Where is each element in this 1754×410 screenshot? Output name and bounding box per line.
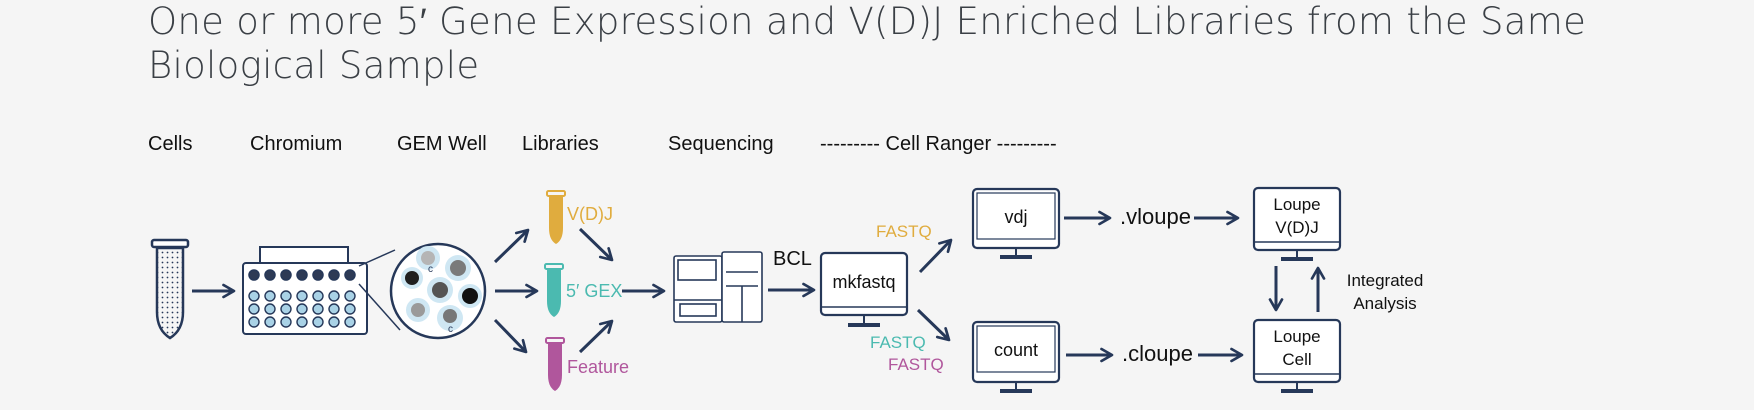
integrated-label-2: Analysis — [1353, 294, 1416, 313]
fastq-bottom-label-1: FASTQ — [870, 333, 926, 352]
loupe-vdj-label-2: V(D)J — [1275, 218, 1318, 237]
header-gem-well: GEM Well — [397, 133, 487, 155]
fastq-bottom-label-2: FASTQ — [888, 355, 944, 374]
arrow-feature-to-seq — [578, 319, 614, 354]
mkfastq-monitor — [819, 251, 909, 327]
bcl-label: BCL — [773, 248, 812, 270]
vdj-library-label: V(D)J — [567, 204, 613, 224]
vdj-monitor-label: vdj — [1004, 207, 1027, 227]
header-cells: Cells — [148, 133, 193, 155]
mkfastq-label: mkfastq — [832, 272, 895, 292]
arrow-mkfastq-to-vdj — [918, 238, 953, 274]
loupe-cell-monitor — [1252, 318, 1342, 393]
feature-library-label: Feature — [567, 357, 629, 377]
arrow-gem-to-vdj — [493, 228, 530, 264]
cells-tube-icon — [150, 238, 190, 340]
gex-tube-icon — [544, 263, 564, 317]
integrated-label-1: Integrated — [1347, 271, 1424, 290]
cloupe-label: .cloupe — [1122, 341, 1193, 366]
loupe-vdj-monitor — [1252, 186, 1342, 261]
vloupe-label: .vloupe — [1120, 204, 1191, 229]
loupe-cell-label-1: Loupe — [1273, 327, 1320, 346]
vdj-tube-icon — [546, 190, 566, 244]
arrow-gem-to-feature — [493, 318, 528, 354]
count-monitor — [971, 320, 1061, 393]
page-title: One or more 5′ Gene Expression and V(D)J… — [148, 0, 1587, 87]
arrow-mkfastq-to-count — [916, 308, 951, 342]
loupe-vdj-label-1: Loupe — [1273, 195, 1320, 214]
header-libraries: Libraries — [522, 133, 599, 155]
sequencer-icon — [673, 251, 763, 323]
svg-text:c: c — [428, 264, 433, 275]
header-cell-ranger: --------- Cell Ranger --------- — [820, 133, 1057, 155]
fastq-top-label: FASTQ — [876, 222, 932, 241]
gex-library-label: 5′ GEX — [566, 281, 622, 301]
header-chromium: Chromium — [250, 133, 343, 155]
count-monitor-label: count — [994, 340, 1038, 360]
arrow-vdj-to-seq — [578, 227, 614, 262]
loupe-cell-label-2: Cell — [1282, 350, 1311, 369]
gem-well-icon: c c — [389, 242, 487, 340]
feature-tube-icon — [545, 337, 565, 391]
vdj-monitor — [971, 187, 1061, 259]
svg-text:c: c — [448, 324, 453, 335]
header-sequencing: Sequencing — [668, 133, 774, 155]
chromium-chip-icon — [242, 246, 401, 335]
